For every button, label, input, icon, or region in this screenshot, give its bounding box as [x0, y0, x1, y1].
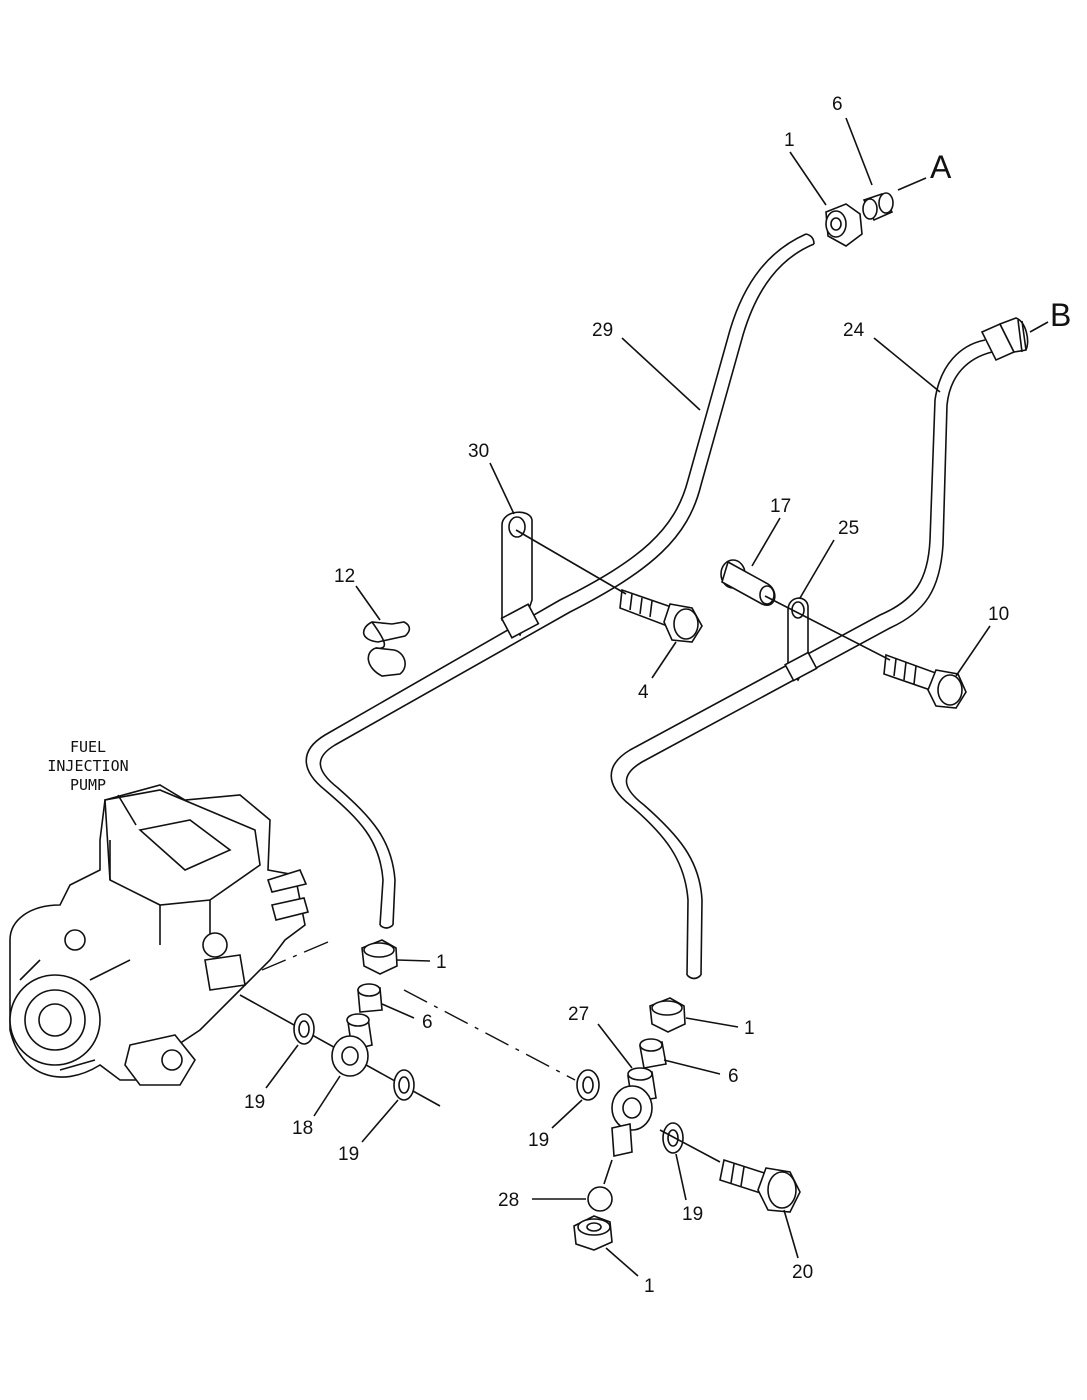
- sleeve-6-right: [639, 1038, 667, 1069]
- callout-1-top: 1: [784, 130, 827, 206]
- callout-27: 27: [568, 1004, 633, 1069]
- reference-a: A: [897, 149, 952, 191]
- callout-19-d: 19: [675, 1153, 703, 1225]
- svg-text:1: 1: [644, 1276, 655, 1297]
- assembly-line-inlet: [403, 989, 576, 1081]
- svg-text:28: 28: [498, 1190, 519, 1211]
- nut-1-mid: [361, 939, 398, 975]
- svg-text:19: 19: [682, 1204, 703, 1225]
- spacer-17: [720, 559, 776, 606]
- svg-text:PUMP: PUMP: [70, 776, 106, 794]
- callout-6-right: 6: [663, 1059, 739, 1087]
- svg-text:B: B: [1050, 297, 1071, 333]
- nut-1-right: [649, 997, 686, 1033]
- svg-text:4: 4: [638, 682, 649, 703]
- fuel-line-24: [610, 339, 993, 980]
- callout-28: 28: [498, 1190, 586, 1211]
- svg-text:1: 1: [744, 1018, 755, 1039]
- callout-29: 29: [592, 320, 701, 411]
- washer-19-b: [393, 1069, 415, 1101]
- callout-4: 4: [638, 641, 677, 703]
- svg-text:20: 20: [792, 1262, 813, 1283]
- svg-text:1: 1: [436, 952, 447, 973]
- clamp-bracket-30: [500, 511, 540, 639]
- assembly-line-pump: [261, 941, 329, 971]
- banjo-bolt-20: [719, 1158, 801, 1213]
- svg-text:18: 18: [292, 1118, 313, 1139]
- callout-6-top: 6: [832, 94, 873, 186]
- svg-text:17: 17: [770, 496, 791, 517]
- svg-text:27: 27: [568, 1004, 589, 1025]
- reference-b: B: [1029, 297, 1071, 333]
- callout-19-a: 19: [244, 1044, 299, 1113]
- svg-text:INJECTION: INJECTION: [47, 757, 128, 775]
- nut-1-bottom: [573, 1215, 613, 1251]
- callout-24: 24: [843, 320, 941, 393]
- svg-text:25: 25: [838, 518, 859, 539]
- svg-text:6: 6: [832, 94, 843, 115]
- svg-text:1: 1: [784, 130, 795, 151]
- tee-fitting-27: [611, 1067, 657, 1157]
- callout-1-right: 1: [685, 1017, 755, 1039]
- callout-18: 18: [292, 1075, 341, 1139]
- sleeve-6-mid: [357, 983, 383, 1013]
- pump-label: FUEL INJECTION PUMP: [47, 738, 137, 826]
- svg-text:6: 6: [728, 1066, 739, 1087]
- clamp-bracket-25: [784, 597, 818, 682]
- callout-30: 30: [468, 441, 515, 515]
- svg-text:A: A: [930, 149, 952, 185]
- banjo-fitting-18: [331, 1013, 373, 1077]
- nut-1-top: [825, 203, 863, 247]
- sleeve-6-top: [862, 192, 894, 222]
- callout-10: 10: [955, 604, 1009, 677]
- callout-17: 17: [751, 496, 791, 567]
- svg-text:10: 10: [988, 604, 1009, 625]
- svg-text:6: 6: [422, 1012, 433, 1033]
- svg-text:19: 19: [244, 1092, 265, 1113]
- svg-text:29: 29: [592, 320, 613, 341]
- callout-6-mid: 6: [381, 1003, 433, 1033]
- washer-19-d: [662, 1122, 684, 1154]
- bolt-4: [619, 588, 703, 643]
- callout-1-mid: 1: [396, 952, 447, 973]
- callout-25: 25: [799, 518, 859, 599]
- fuel-line-29: [305, 233, 815, 929]
- callout-12: 12: [334, 566, 381, 621]
- svg-text:19: 19: [528, 1130, 549, 1151]
- washer-19-a: [293, 1013, 315, 1045]
- clip-12: [362, 621, 411, 677]
- callout-19-b: 19: [338, 1099, 399, 1165]
- fuel-injection-pump: [9, 784, 309, 1086]
- svg-text:FUEL: FUEL: [70, 738, 106, 756]
- callout-19-c: 19: [528, 1099, 583, 1151]
- callout-20: 20: [783, 1209, 813, 1283]
- fitting-b-connector: [980, 317, 1029, 362]
- svg-text:19: 19: [338, 1144, 359, 1165]
- washer-19-c: [576, 1069, 600, 1101]
- svg-text:30: 30: [468, 441, 489, 462]
- svg-text:12: 12: [334, 566, 355, 587]
- bolt-10: [883, 653, 967, 709]
- ball-28: [587, 1186, 613, 1212]
- svg-text:24: 24: [843, 320, 865, 341]
- callout-1-bottom: 1: [605, 1247, 655, 1297]
